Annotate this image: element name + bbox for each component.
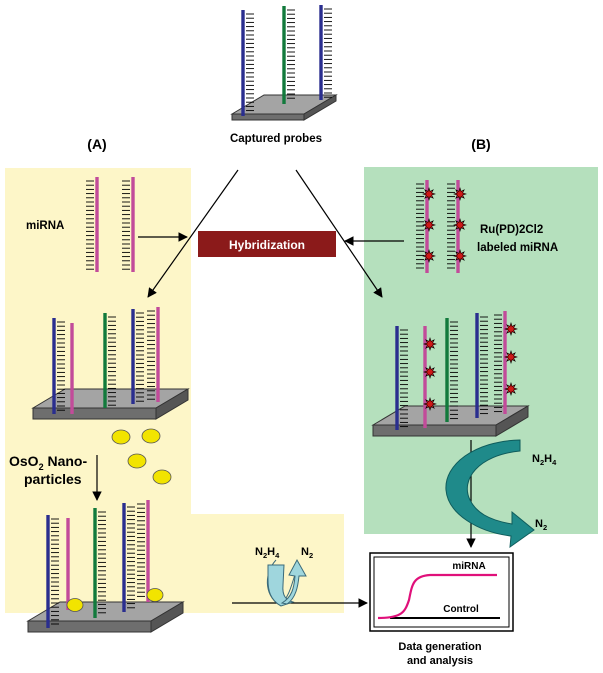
ru-label-marker <box>453 218 467 232</box>
panel-b-heading: (B) <box>471 136 490 152</box>
probe-strand-green <box>282 6 295 104</box>
plot-series-control: Control <box>443 604 479 615</box>
panel-b-reaction-arrow <box>445 439 535 549</box>
panel-b-n2h4-label: N2H4 <box>532 453 557 467</box>
ru-label-marker <box>504 322 518 336</box>
oso2-nanoparticles-label-line2: particles <box>24 471 82 487</box>
probe-strand-blue <box>319 5 332 100</box>
footer-line1: Data generation <box>398 641 481 653</box>
mirna-label: miRNA <box>26 220 64 232</box>
probe-strand-blue <box>122 503 135 612</box>
hybridized-mirna-strand <box>494 311 507 414</box>
probe-strand-blue <box>131 309 144 404</box>
ru-label-marker <box>504 382 518 396</box>
oso2-main: OsO <box>9 453 39 469</box>
ru-label-line2: labeled miRNA <box>477 242 558 254</box>
hybridized-mirna-strand <box>70 323 74 414</box>
panel-b-labeled-mirna <box>416 180 467 273</box>
probe-strand-blue <box>52 318 65 414</box>
output-plot <box>369 552 514 632</box>
panel-a-heading: (A) <box>87 136 106 152</box>
probe-strand-blue <box>395 326 408 430</box>
ru-label-marker <box>453 249 467 263</box>
panel-a-lower-extension <box>191 514 344 613</box>
panel-a-n2h4-label: N2H4 <box>255 546 280 560</box>
probe-strand-blue <box>241 10 254 116</box>
plot-series-mirna: miRNA <box>452 561 485 572</box>
ru-label-marker <box>423 365 437 379</box>
panel-b-slide <box>371 405 530 437</box>
probe-strand-blue <box>475 313 488 418</box>
panel-a-free-mirna <box>86 177 135 272</box>
ru-label-marker <box>423 397 437 411</box>
probe-strand-blue <box>46 515 59 628</box>
panel-a-n2-label: N2 <box>301 546 313 560</box>
oso2-nanoparticles-label-line1: OsO2 Nano- <box>9 453 87 472</box>
hybridized-mirna-strand <box>137 500 150 602</box>
ru-label-marker <box>453 187 467 201</box>
probe-strand-green <box>93 508 106 618</box>
ru-label-marker <box>422 249 436 263</box>
ru-label-marker <box>422 218 436 232</box>
probe-strand-green <box>445 318 458 422</box>
hybridized-mirna-strand <box>147 307 160 402</box>
oso2-sub: 2 <box>39 462 44 472</box>
mirna-strand <box>122 177 135 272</box>
mirna-strand <box>86 177 99 272</box>
captured-probes-caption: Captured probes <box>230 133 322 145</box>
ru-label-marker <box>423 337 437 351</box>
panel-a-bottom-probes <box>46 500 150 628</box>
hybridization-box <box>198 231 336 257</box>
hybridization-label: Hybridization <box>229 238 305 252</box>
footer-line2: and analysis <box>407 655 473 667</box>
panel-b-probes <box>395 311 518 430</box>
hybridized-mirna-strand <box>66 518 70 610</box>
arrow-top-to-panel-b <box>295 169 383 298</box>
ru-label-line1: Ru(PD)2Cl2 <box>480 224 543 236</box>
arrow-top-to-panel-a <box>147 169 239 298</box>
panel-b-n2-label: N2 <box>535 518 547 532</box>
probe-strand-green <box>103 313 116 408</box>
panel-a-reaction-arrows <box>266 558 307 607</box>
mirna-curve <box>377 573 497 620</box>
top-probes <box>241 5 332 116</box>
ru-label-marker <box>504 350 518 364</box>
hybridized-mirna-strand <box>423 326 427 428</box>
bound-nanoparticles <box>66 588 164 612</box>
top-probe-slide <box>230 94 338 121</box>
free-nanoparticles <box>111 428 172 485</box>
panel-a-middle-probes <box>52 307 160 414</box>
oso2-rest: Nano- <box>44 453 88 469</box>
ru-label-marker <box>422 187 436 201</box>
